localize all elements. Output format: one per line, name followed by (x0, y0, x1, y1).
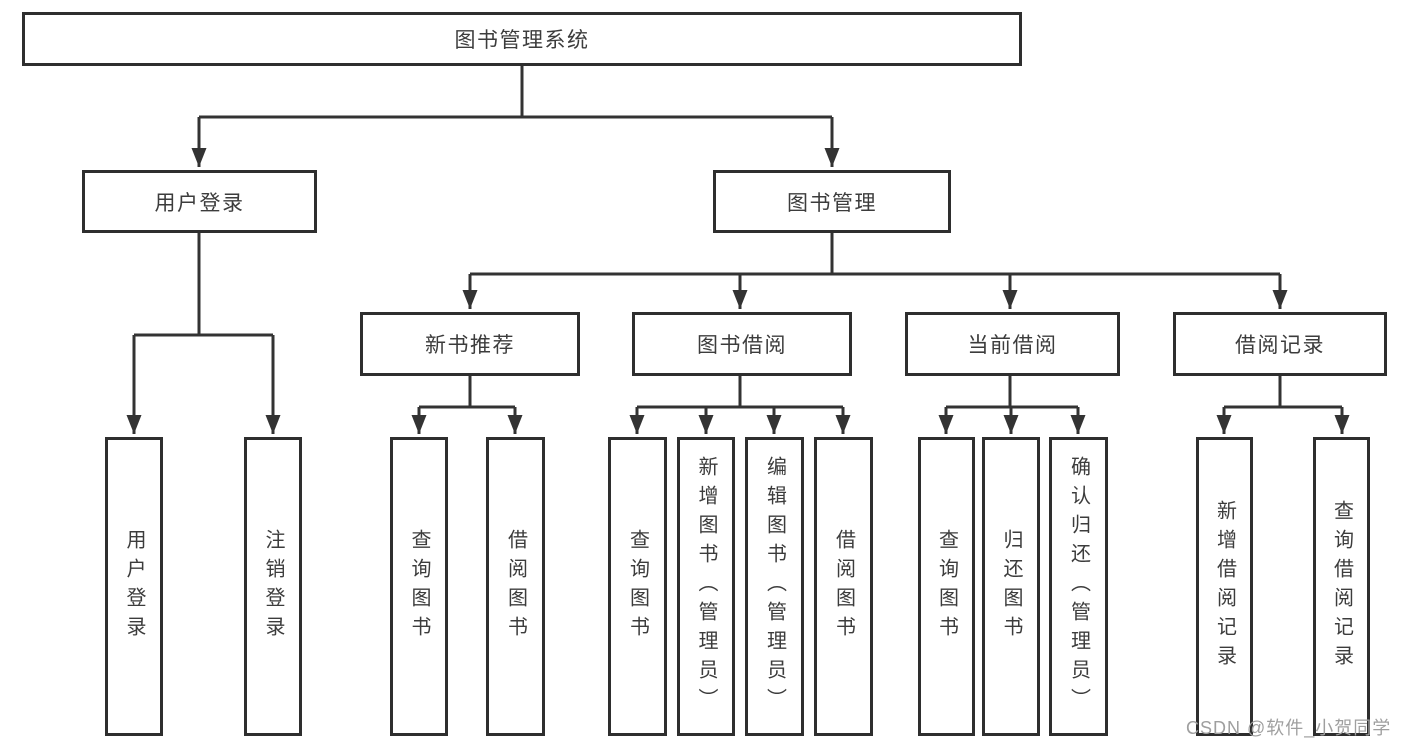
leaf-query-book-1-label: 查询图书 (408, 528, 430, 645)
leaf-borrow-book-1: 借阅图书 (486, 437, 545, 736)
leaf-query-book-3-label: 查询图书 (935, 528, 958, 645)
node-user-login-group: 用户登录 (82, 170, 317, 233)
leaf-borrow-book-2-label: 借阅图书 (832, 528, 855, 645)
leaf-query-book-2: 查询图书 (608, 437, 667, 736)
leaf-confirm-return-admin: 确认归还（管理员） (1049, 437, 1108, 736)
node-book-borrow-label: 图书借阅 (697, 334, 787, 357)
node-user-login-group-label: 用户登录 (154, 191, 245, 215)
leaf-add-borrow-record: 新增借阅记录 (1196, 437, 1253, 736)
node-book-borrow: 图书借阅 (632, 312, 852, 376)
leaf-query-borrow-record: 查询借阅记录 (1313, 437, 1370, 736)
leaf-logout-label: 注销登录 (262, 528, 284, 645)
node-system: 图书管理系统 (22, 12, 1022, 66)
leaf-edit-book-admin: 编辑图书（管理员） (745, 437, 804, 736)
node-new-book-recommend: 新书推荐 (360, 312, 580, 376)
leaf-borrow-book-1-label: 借阅图书 (504, 528, 527, 645)
leaf-add-book-admin: 新增图书（管理员） (677, 437, 735, 736)
leaf-user-login-label: 用户登录 (123, 528, 145, 645)
leaf-user-login: 用户登录 (105, 437, 163, 736)
leaf-query-book-3: 查询图书 (918, 437, 975, 736)
node-borrow-records-label: 借阅记录 (1235, 334, 1325, 357)
node-system-label: 图书管理系统 (454, 29, 590, 52)
leaf-borrow-book-2: 借阅图书 (814, 437, 873, 736)
leaf-add-book-admin-label: 新增图书（管理员） (695, 456, 717, 717)
node-current-borrow: 当前借阅 (905, 312, 1120, 376)
leaf-return-book: 归还图书 (982, 437, 1040, 736)
leaf-query-borrow-record-label: 查询借阅记录 (1330, 499, 1353, 674)
leaf-query-book-2-label: 查询图书 (626, 528, 649, 645)
leaf-edit-book-admin-label: 编辑图书（管理员） (763, 456, 786, 717)
node-current-borrow-label: 当前借阅 (967, 334, 1058, 357)
node-book-management: 图书管理 (713, 170, 951, 233)
csdn-watermark: CSDN @软件_小贺同学 (1186, 718, 1392, 738)
node-book-management-label: 图书管理 (787, 191, 877, 215)
node-borrow-records: 借阅记录 (1173, 312, 1387, 376)
leaf-confirm-return-admin-label: 确认归还（管理员） (1067, 456, 1090, 717)
leaf-return-book-label: 归还图书 (1000, 528, 1022, 645)
node-new-book-recommend-label: 新书推荐 (425, 334, 515, 357)
leaf-logout: 注销登录 (244, 437, 302, 736)
leaf-add-borrow-record-label: 新增借阅记录 (1213, 499, 1236, 674)
leaf-query-book-1: 查询图书 (390, 437, 448, 736)
